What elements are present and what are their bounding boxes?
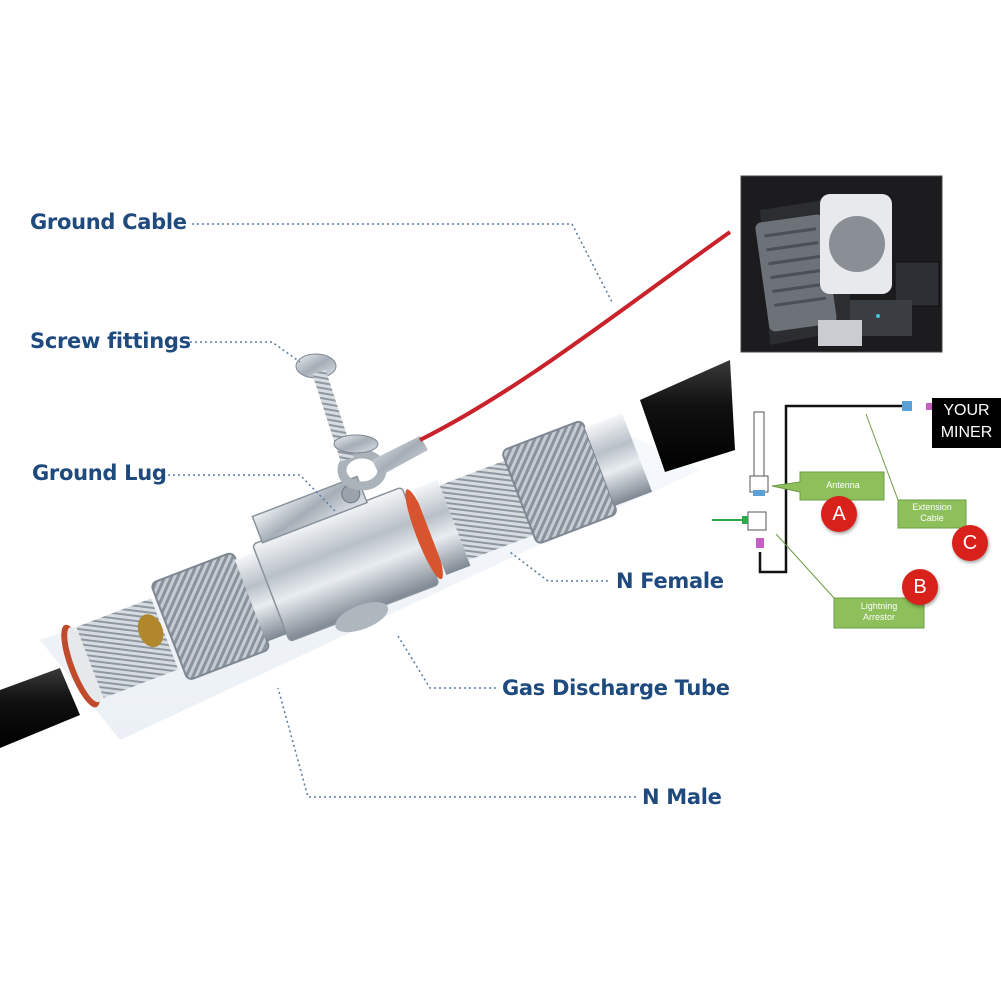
tag-antenna-shape	[771, 471, 885, 501]
coax-cable-right	[640, 360, 735, 472]
tag-extension-cable: Extension Cable	[900, 502, 964, 524]
leader-ground-lug	[163, 474, 337, 513]
leader-gas-discharge-tube	[397, 635, 496, 689]
schematic-extension-cable	[758, 404, 904, 574]
tag-lightning-arrestor-line2: Arrestor	[862, 612, 895, 622]
label-gas-discharge-tube: Gas Discharge Tube	[502, 676, 730, 700]
gas-discharge-tube-cap	[335, 602, 389, 633]
leader-ground-cable	[192, 223, 613, 303]
leader-n-female	[509, 551, 608, 582]
tag-lightning-arrestor-line1: Lightning	[860, 601, 898, 611]
arrestor-body	[251, 475, 439, 642]
your-miner-label: YOUR MINER	[932, 398, 1001, 448]
leader-n-male	[277, 687, 636, 798]
schematic-arrestor	[747, 511, 767, 531]
badge-c: C	[952, 525, 988, 561]
tag-extension-cable-line2: Cable	[920, 513, 944, 523]
badge-a: A	[821, 496, 857, 532]
leader-screw-fittings	[190, 341, 301, 363]
screw	[295, 353, 379, 462]
tag-lightning-arrestor: Lightning Arrestor	[836, 601, 922, 623]
bulkhead-nut	[405, 479, 471, 580]
threaded-section	[439, 460, 534, 561]
n-male-nut-left	[151, 551, 287, 680]
ground-lug	[337, 436, 428, 491]
label-n-female: N Female	[616, 569, 724, 593]
tag-extension-cable-line1: Extension	[912, 502, 952, 512]
badge-b: B	[902, 569, 938, 605]
antenna-whip	[753, 411, 765, 479]
label-ground-cable: Ground Cable	[30, 210, 187, 234]
your-miner-line2: MINER	[940, 424, 993, 441]
label-ground-lug: Ground Lug	[32, 461, 167, 485]
tag-antenna: Antenna	[826, 480, 860, 490]
your-miner-line1: YOUR	[943, 402, 990, 419]
n-female-left-end	[61, 598, 179, 708]
inset-photo	[740, 175, 943, 353]
coax-cable-left	[0, 668, 80, 748]
inset-schematic	[712, 401, 967, 629]
leader-lines	[163, 223, 636, 798]
center-pin-socket	[137, 614, 164, 648]
tag-extension-cable-shape	[865, 413, 967, 529]
label-screw-fittings: Screw fittings	[30, 329, 191, 353]
ground-wire	[419, 230, 732, 442]
n-male-nut-right	[502, 413, 653, 544]
label-n-male: N Male	[642, 785, 722, 809]
